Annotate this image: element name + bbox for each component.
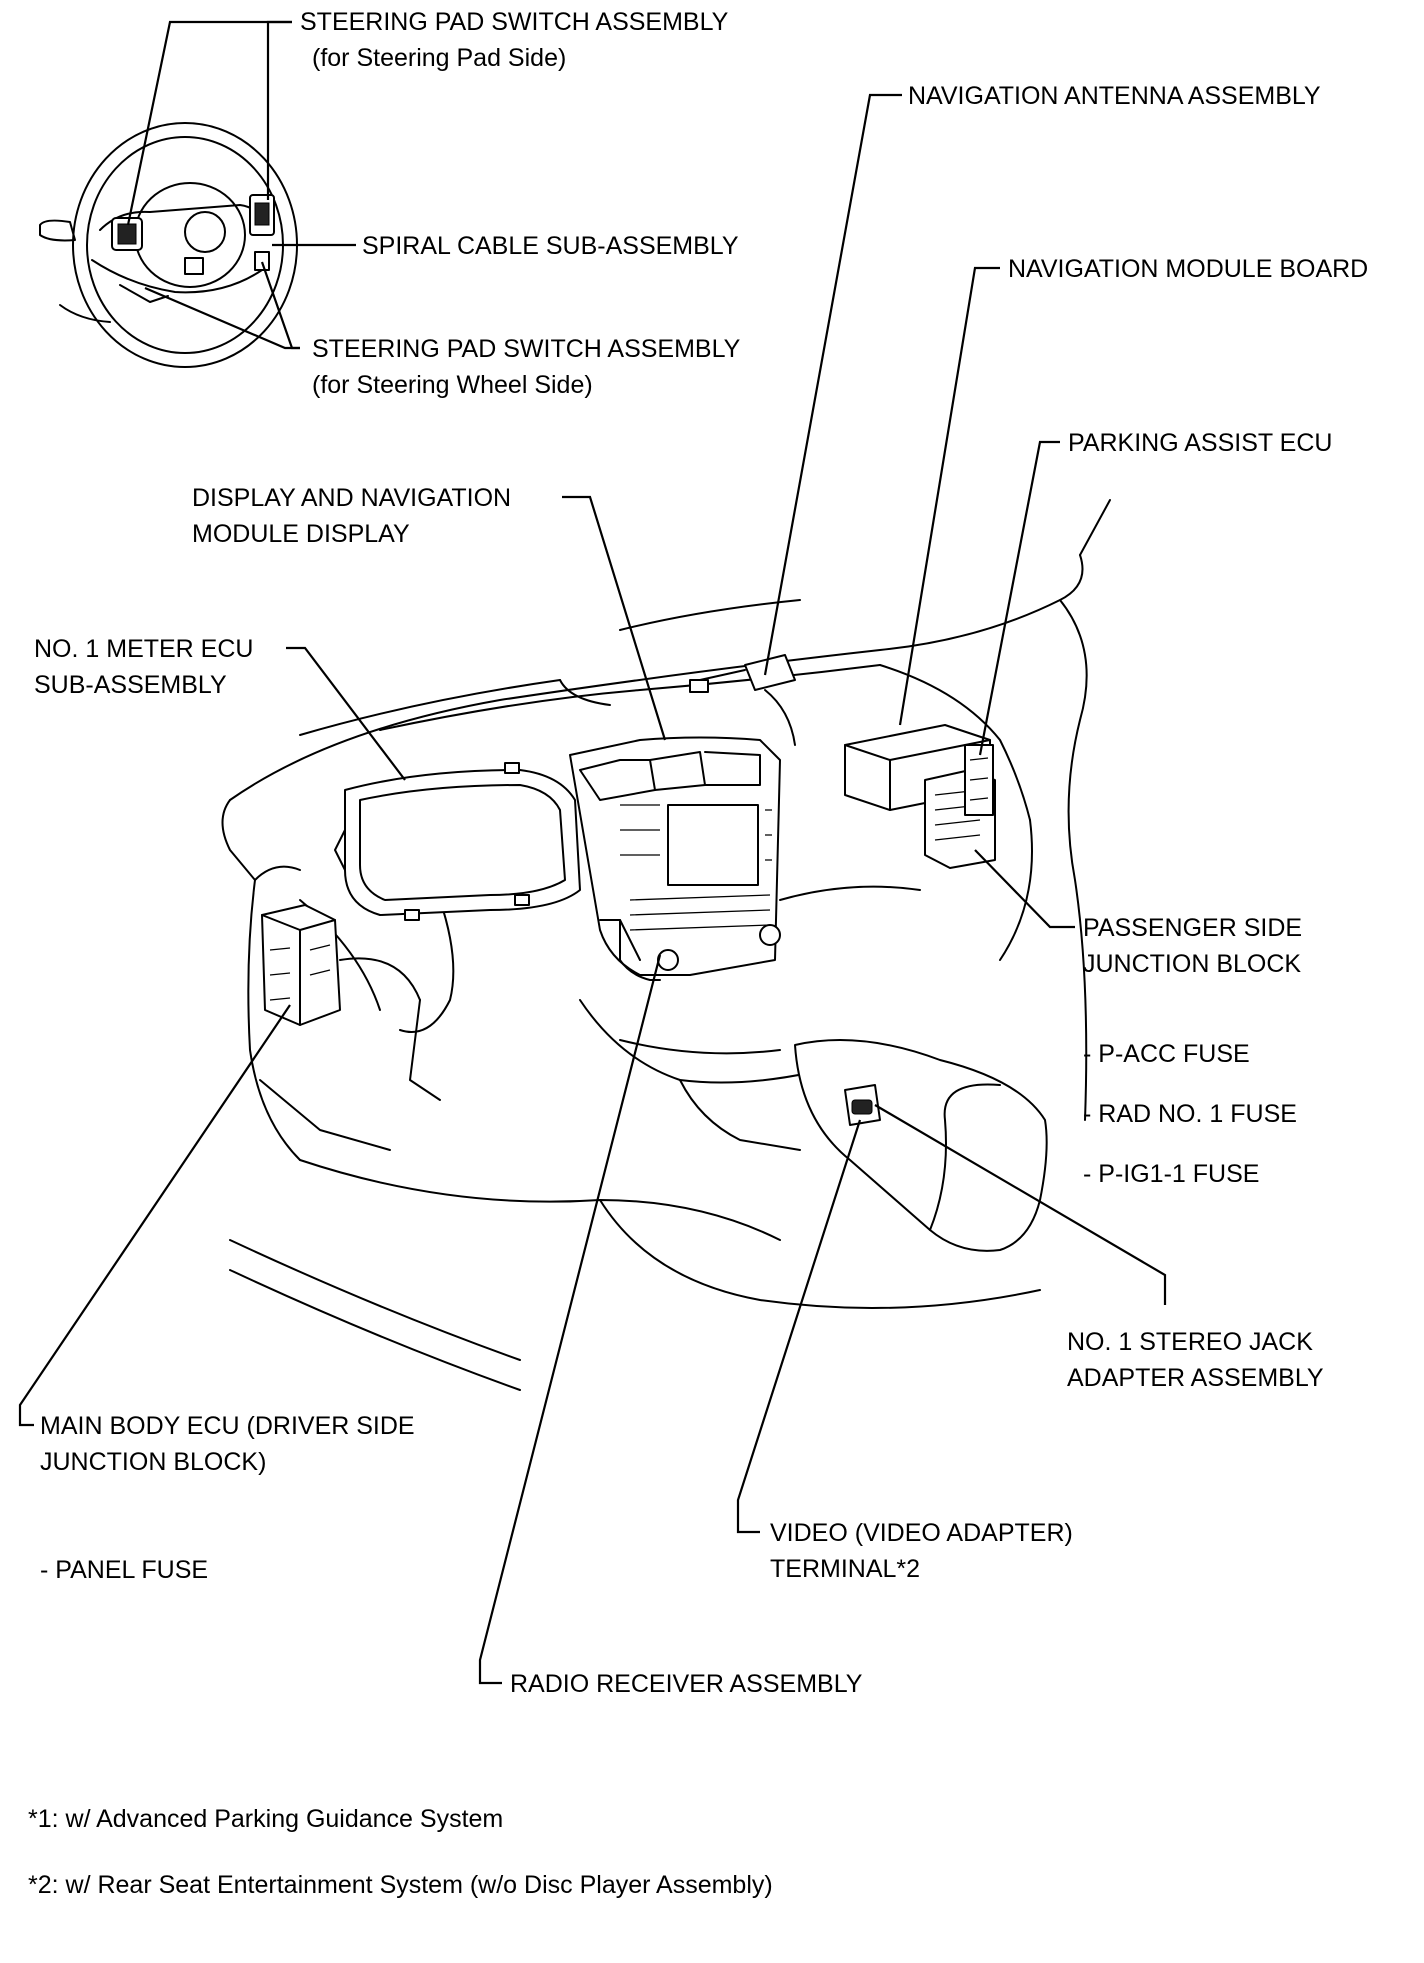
meter-ecu-illustration — [334, 762, 581, 921]
main-body-ecu-illustration — [261, 904, 341, 1026]
label-steering-pad-switch-wheel-sub: (for Steering Wheel Side) — [312, 371, 593, 399]
label-meter-ecu-line1: NO. 1 METER ECU — [34, 635, 253, 663]
label-fuse-panel: - PANEL FUSE — [40, 1556, 208, 1584]
label-steering-pad-switch-wheel: STEERING PAD SWITCH ASSEMBLY — [312, 335, 741, 363]
label-video-terminal-line1: VIDEO (VIDEO ADAPTER) — [770, 1519, 1073, 1547]
label-steering-pad-switch-pad-sub: (for Steering Pad Side) — [312, 44, 566, 72]
footnote-1: *1: w/ Advanced Parking Guidance System — [28, 1805, 503, 1833]
label-fuse-pacc: - P-ACC FUSE — [1083, 1040, 1250, 1068]
label-meter-ecu-line2: SUB-ASSEMBLY — [34, 671, 227, 699]
leader-lines — [18, 20, 1167, 1685]
label-fuse-pig1: - P-IG1-1 FUSE — [1083, 1160, 1259, 1188]
label-main-body-ecu-line2: JUNCTION BLOCK) — [40, 1448, 266, 1476]
label-stereo-jack-line1: NO. 1 STEREO JACK — [1067, 1328, 1313, 1356]
label-steering-pad-switch-pad: STEERING PAD SWITCH ASSEMBLY — [300, 8, 729, 36]
label-fuse-rad1: - RAD NO. 1 FUSE — [1083, 1100, 1297, 1128]
passenger-junction-block-illustration — [924, 744, 996, 869]
label-display-nav-line1: DISPLAY AND NAVIGATION — [192, 484, 511, 512]
stereo-jack-illustration — [844, 1084, 881, 1126]
label-passenger-jb-line1: PASSENGER SIDE — [1083, 914, 1302, 942]
label-video-terminal-line2: TERMINAL*2 — [770, 1555, 920, 1583]
center-stack-illustration — [569, 736, 781, 981]
label-spiral-cable: SPIRAL CABLE SUB-ASSEMBLY — [362, 232, 739, 260]
label-stereo-jack-line2: ADAPTER ASSEMBLY — [1067, 1364, 1324, 1392]
label-display-nav-line2: MODULE DISPLAY — [192, 520, 410, 548]
label-main-body-ecu-line1: MAIN BODY ECU (DRIVER SIDE — [40, 1412, 415, 1440]
label-parking-assist-ecu: PARKING ASSIST ECU — [1068, 429, 1332, 457]
label-navigation-antenna: NAVIGATION ANTENNA ASSEMBLY — [908, 82, 1321, 110]
label-passenger-jb-line2: JUNCTION BLOCK — [1083, 950, 1301, 978]
footnote-2: *2: w/ Rear Seat Entertainment System (w… — [28, 1871, 773, 1899]
label-radio-receiver: RADIO RECEIVER ASSEMBLY — [510, 1670, 863, 1698]
label-navigation-module-board: NAVIGATION MODULE BOARD — [1008, 255, 1368, 283]
steering-wheel-illustration — [39, 122, 298, 368]
navigation-antenna-illustration — [689, 654, 796, 746]
